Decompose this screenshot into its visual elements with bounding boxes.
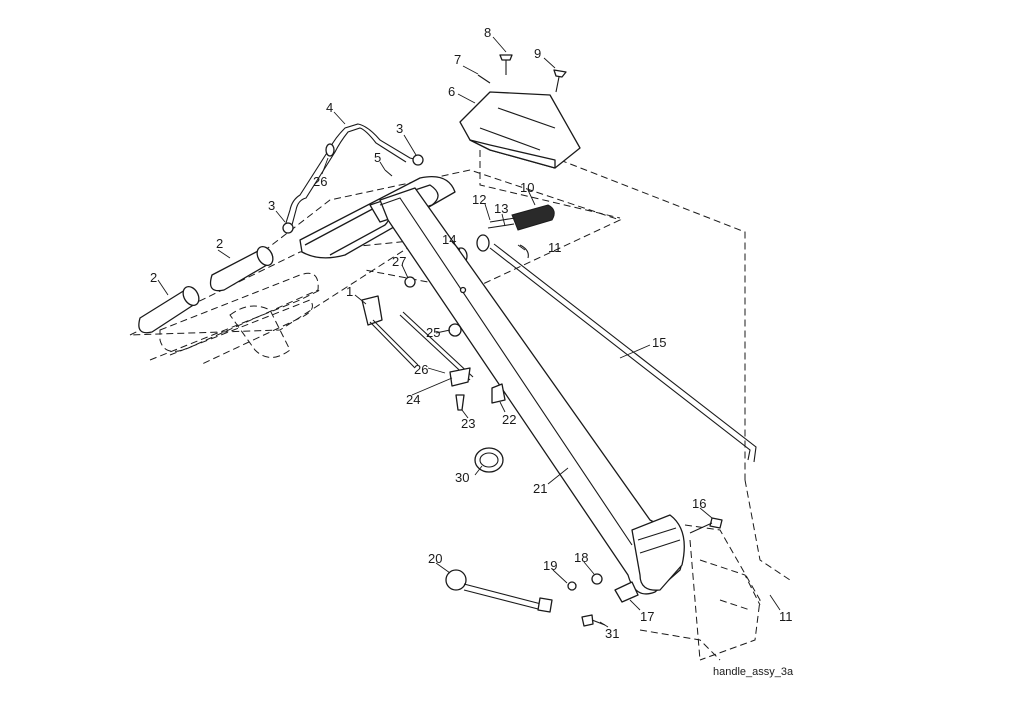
callout-23: 23 xyxy=(461,416,475,431)
callout-4: 4 xyxy=(326,100,333,115)
callout-10: 10 xyxy=(520,180,534,195)
control-grip xyxy=(487,204,555,231)
spacer-17 xyxy=(614,581,639,603)
callout-19: 19 xyxy=(543,558,557,573)
bolt-31 xyxy=(581,614,606,627)
nut-25 xyxy=(448,323,462,337)
callout-21: 21 xyxy=(533,481,547,496)
throttle-bracket xyxy=(361,295,419,369)
callout-22: 22 xyxy=(502,412,516,427)
callout-1: 1 xyxy=(346,284,353,299)
callout-26-lower: 26 xyxy=(414,362,428,377)
hose-clamp xyxy=(474,447,504,473)
callout-2-left: 2 xyxy=(150,270,157,285)
callout-16: 16 xyxy=(692,496,706,511)
callout-18: 18 xyxy=(574,550,588,565)
bolt-16 xyxy=(689,517,723,534)
callout-27: 27 xyxy=(392,254,406,269)
lock-nut-18 xyxy=(591,573,603,585)
cover-screw-7 xyxy=(477,74,491,84)
callout-2-right: 2 xyxy=(216,236,223,251)
callout-26-upper: 26 xyxy=(313,174,327,189)
pin-fastener xyxy=(384,169,393,177)
nut-27 xyxy=(404,276,416,288)
diagram-caption: handle_assy_3a xyxy=(713,666,794,678)
leader-lines xyxy=(157,36,781,628)
cable-clamp-24 xyxy=(449,367,471,387)
callout-15: 15 xyxy=(652,335,666,350)
hand-grip-right xyxy=(209,246,274,292)
pivot-bushing-13 xyxy=(476,234,490,252)
cover-screw-8 xyxy=(499,54,513,75)
callout-9: 9 xyxy=(534,46,541,61)
lower-handle-frame-outline xyxy=(159,272,319,366)
screw-23 xyxy=(455,394,465,411)
callout-11-lower: 11 xyxy=(779,609,793,624)
callout-8: 8 xyxy=(484,25,491,40)
knob-fastener-left xyxy=(282,222,294,234)
main-handle-tube xyxy=(379,187,685,595)
shroud-cover xyxy=(459,91,581,169)
callout-6: 6 xyxy=(448,84,455,99)
cotter-pin-11 xyxy=(519,244,529,259)
throttle-cable xyxy=(399,311,474,381)
callout-labels: 1 2 2 3 3 4 5 6 7 8 9 10 11 11 12 13 14 … xyxy=(150,25,793,641)
callout-11-upper: 11 xyxy=(548,240,562,255)
callout-12: 12 xyxy=(472,192,486,207)
hand-grip-left xyxy=(138,286,200,334)
callout-5: 5 xyxy=(374,150,381,165)
callout-3-right: 3 xyxy=(396,121,403,136)
cover-screw-9 xyxy=(553,69,567,93)
control-bail-rod xyxy=(284,123,419,227)
callout-3-left: 3 xyxy=(268,198,275,213)
knob-fastener-right xyxy=(412,154,424,166)
mounting-bracket-outline xyxy=(639,524,761,661)
callout-17: 17 xyxy=(640,609,654,624)
callout-20: 20 xyxy=(428,551,442,566)
callout-31: 31 xyxy=(605,626,619,641)
washer-19 xyxy=(567,581,577,591)
callout-30: 30 xyxy=(455,470,469,485)
clip-22 xyxy=(491,383,506,404)
callout-24: 24 xyxy=(406,392,420,407)
callout-7: 7 xyxy=(454,52,461,67)
control-rod xyxy=(489,243,757,463)
callout-25: 25 xyxy=(426,325,440,340)
shift-lever xyxy=(445,569,553,613)
callout-14: 14 xyxy=(442,232,456,247)
callout-13: 13 xyxy=(494,201,508,216)
